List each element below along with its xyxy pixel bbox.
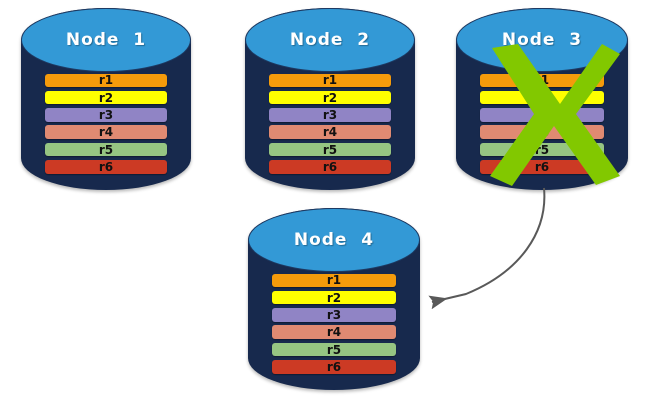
node-4[interactable]: Node 4 r1 r2 r3 r4 r5 r6 — [248, 208, 420, 390]
record-row[interactable]: r3 — [44, 108, 168, 122]
record-row[interactable]: r4 — [44, 125, 168, 139]
record-row[interactable]: r2 — [268, 90, 392, 105]
node-2[interactable]: Node 2 r1 r2 r3 r4 r5 r6 — [245, 8, 415, 190]
node-4-label: Node 4 — [293, 229, 375, 250]
node-4-cylinder-top — [248, 208, 420, 272]
node-2-records: r1 r2 r3 r4 r5 r6 — [268, 73, 392, 174]
record-row[interactable]: r6 — [268, 160, 392, 174]
record-row[interactable]: r2 — [272, 290, 396, 305]
record-row[interactable]: r5 — [480, 142, 604, 157]
record-row[interactable]: r1 — [272, 273, 396, 288]
record-row[interactable]: r1 — [480, 73, 604, 88]
record-row[interactable]: r6 — [480, 160, 604, 174]
record-row[interactable]: r4 — [268, 125, 392, 139]
node-1-label: Node 1 — [65, 29, 147, 50]
node-3-label: Node 3 — [501, 29, 583, 50]
node-2-cylinder-top — [245, 8, 415, 72]
record-row[interactable]: r3 — [272, 308, 396, 322]
record-row[interactable]: r6 — [272, 360, 396, 374]
record-row[interactable]: r1 — [44, 73, 168, 88]
node-1-records: r1 r2 r3 r4 r5 r6 — [44, 73, 168, 174]
record-row[interactable]: r5 — [272, 342, 396, 357]
record-row[interactable]: r6 — [44, 160, 168, 174]
record-row[interactable]: r4 — [272, 325, 396, 339]
replication-arrow-path — [428, 187, 546, 310]
record-row[interactable]: r3 — [480, 108, 604, 122]
record-row[interactable]: r2 — [44, 90, 168, 105]
node-2-label: Node 2 — [289, 29, 371, 50]
record-row[interactable]: r5 — [268, 142, 392, 157]
record-row[interactable]: r4 — [480, 125, 604, 139]
node-1-cylinder-top — [21, 8, 191, 72]
node-3[interactable]: Node 3 r1 r2 r3 r4 r5 r6 — [456, 8, 628, 190]
node-1[interactable]: Node 1 r1 r2 r3 r4 r5 r6 — [21, 8, 191, 190]
record-row[interactable]: r3 — [268, 108, 392, 122]
record-row[interactable]: r1 — [268, 73, 392, 88]
record-row[interactable]: r2 — [480, 90, 604, 105]
node-4-records: r1 r2 r3 r4 r5 r6 — [272, 273, 396, 374]
node-3-records: r1 r2 r3 r4 r5 r6 — [480, 73, 604, 174]
record-row[interactable]: r5 — [44, 142, 168, 157]
